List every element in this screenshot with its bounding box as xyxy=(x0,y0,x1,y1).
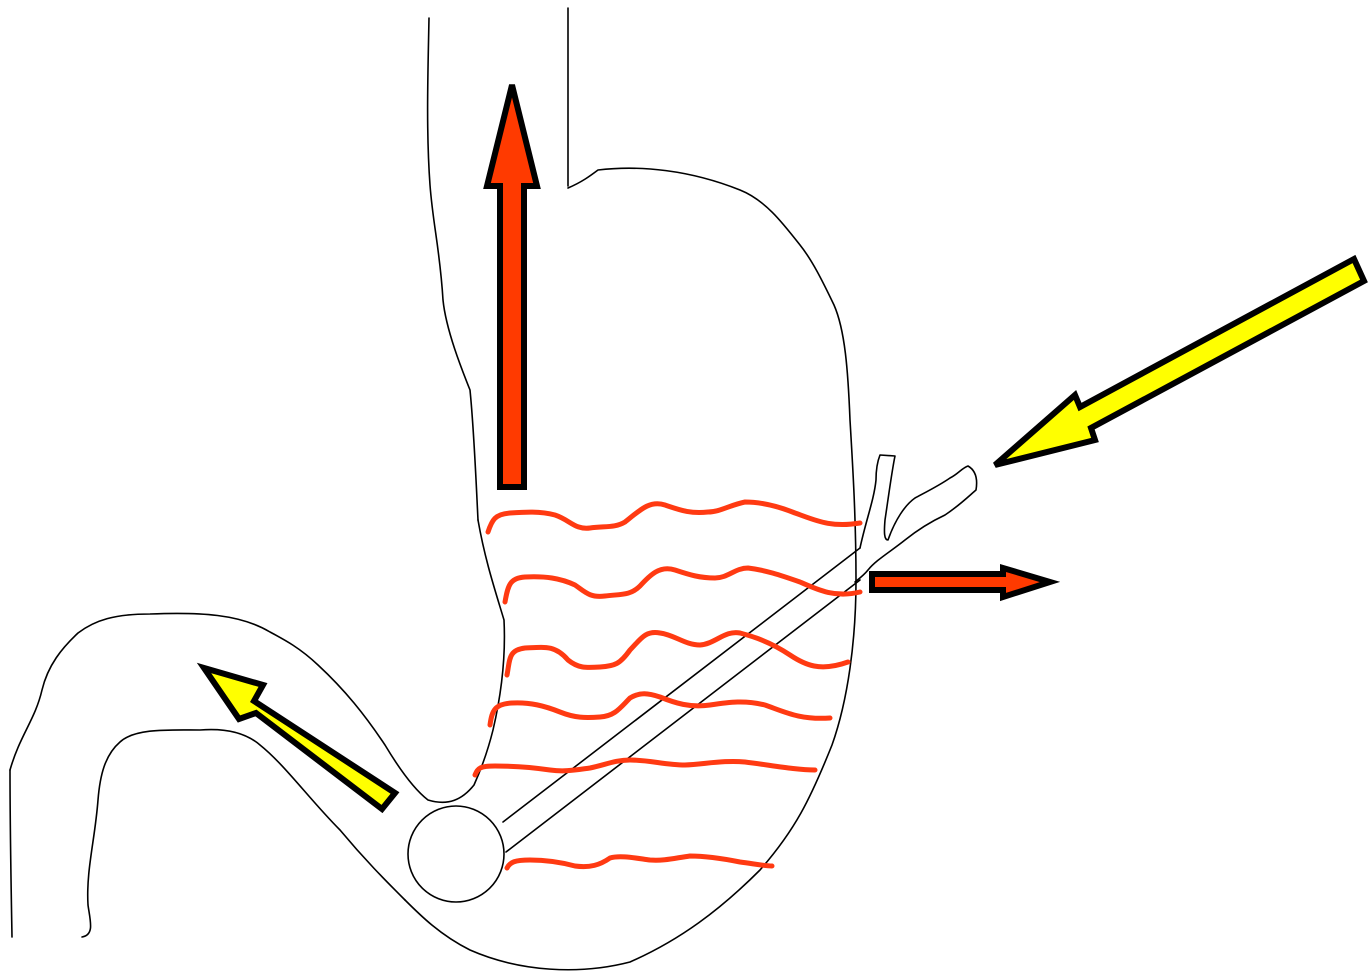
tube-external-segment xyxy=(855,455,977,582)
wave-line xyxy=(505,568,860,602)
wave-line xyxy=(475,760,815,775)
arrow-up-icon xyxy=(487,85,537,487)
wave-line xyxy=(507,856,772,868)
peristaltic-waves xyxy=(475,502,860,868)
stomach-greater-curvature xyxy=(405,168,856,970)
tube-upper-line xyxy=(503,548,860,822)
duodenum-outer-wall xyxy=(10,770,12,937)
arrow-up-left-icon xyxy=(204,668,395,809)
tube-bulb xyxy=(408,806,504,902)
stomach-lesser-curvature xyxy=(10,520,504,802)
arrow-right-icon xyxy=(872,568,1050,597)
wave-line xyxy=(507,632,848,675)
arrow-down-left-icon xyxy=(995,259,1364,465)
wave-line xyxy=(490,694,830,725)
duodenum-inner-wall xyxy=(82,730,405,937)
esophagus-left-wall xyxy=(428,18,478,520)
wave-line xyxy=(488,502,860,532)
